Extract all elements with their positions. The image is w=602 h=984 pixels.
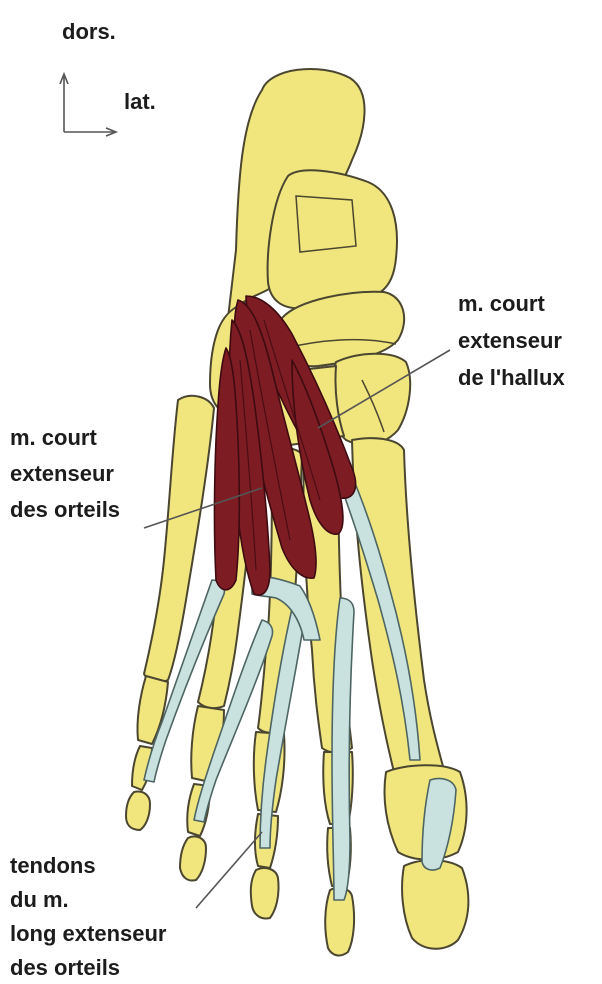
label-line: m. court: [458, 290, 545, 317]
metatarsal-1-bone: [352, 438, 444, 778]
label-line: long extenseur: [10, 920, 166, 947]
orientation-axes: [60, 74, 116, 136]
label-line: des orteils: [10, 954, 120, 981]
toe-3-distal-phalanx: [251, 868, 279, 918]
hallux-distal-phalanx: [402, 860, 468, 949]
label-line: du m.: [10, 886, 69, 913]
label-line: des orteils: [10, 496, 120, 523]
label-line: extenseur: [10, 460, 114, 487]
toe-4-distal-phalanx: [180, 836, 206, 880]
label-line: tendons: [10, 852, 96, 879]
label-line: extenseur: [458, 327, 562, 354]
talus-bone: [268, 170, 397, 308]
dorsal-orientation-label: dors.: [62, 18, 116, 45]
label-line: de l'hallux: [458, 364, 565, 391]
label-line: m. court: [10, 424, 97, 451]
lateral-orientation-label: lat.: [124, 88, 156, 115]
toe-5-distal-phalanx: [126, 792, 150, 831]
